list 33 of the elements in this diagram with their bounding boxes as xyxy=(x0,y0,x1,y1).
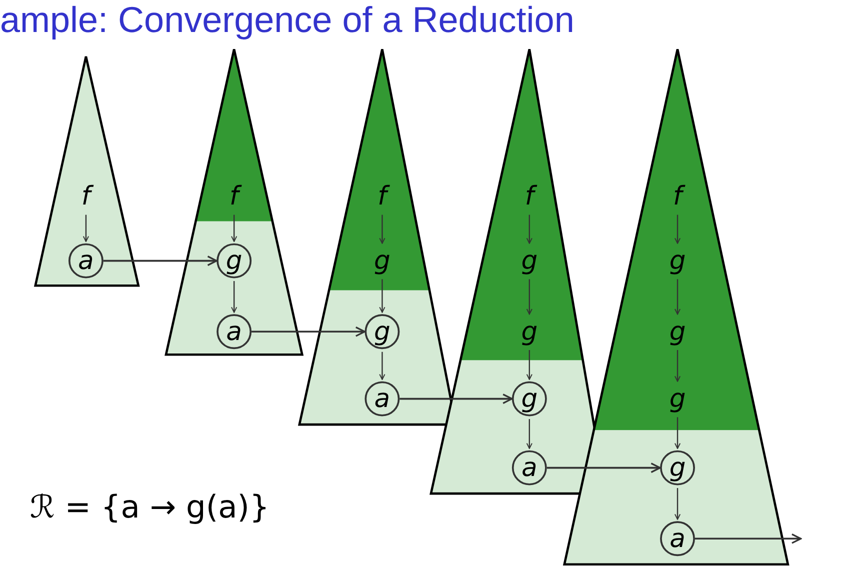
arrow xyxy=(252,326,366,337)
term-symbol: f xyxy=(664,180,690,212)
arrow xyxy=(400,394,513,404)
arrow xyxy=(379,279,386,313)
arrow xyxy=(231,281,238,313)
arrow xyxy=(526,279,532,315)
arrow xyxy=(379,214,386,244)
arrow xyxy=(674,214,681,244)
arrow xyxy=(526,419,532,449)
term-symbol: f xyxy=(369,180,396,212)
term-symbol: f xyxy=(73,180,99,212)
arrow xyxy=(674,350,681,382)
arrow xyxy=(674,417,681,449)
arrow xyxy=(231,214,238,242)
arrow xyxy=(674,488,681,520)
arrow xyxy=(546,462,661,474)
arrow xyxy=(695,533,802,544)
arrow xyxy=(674,279,681,315)
slide-title: ample: Convergence of a Reduction xyxy=(0,0,574,40)
term-symbol: g xyxy=(664,316,690,348)
arrow xyxy=(526,350,532,380)
arrow xyxy=(379,352,386,380)
term-symbol: f xyxy=(516,180,542,212)
term-symbol: g xyxy=(369,245,396,276)
term-symbol: g xyxy=(516,245,542,276)
rewrite-rule: ℛ = {a → g(a)} xyxy=(30,488,270,526)
term-symbol: f xyxy=(221,180,247,212)
term-symbol: g xyxy=(664,245,690,276)
term-symbol: g xyxy=(516,316,542,348)
arrow xyxy=(526,214,532,244)
arrow xyxy=(103,256,218,266)
arrow xyxy=(82,214,90,242)
term-symbol: g xyxy=(664,383,690,414)
